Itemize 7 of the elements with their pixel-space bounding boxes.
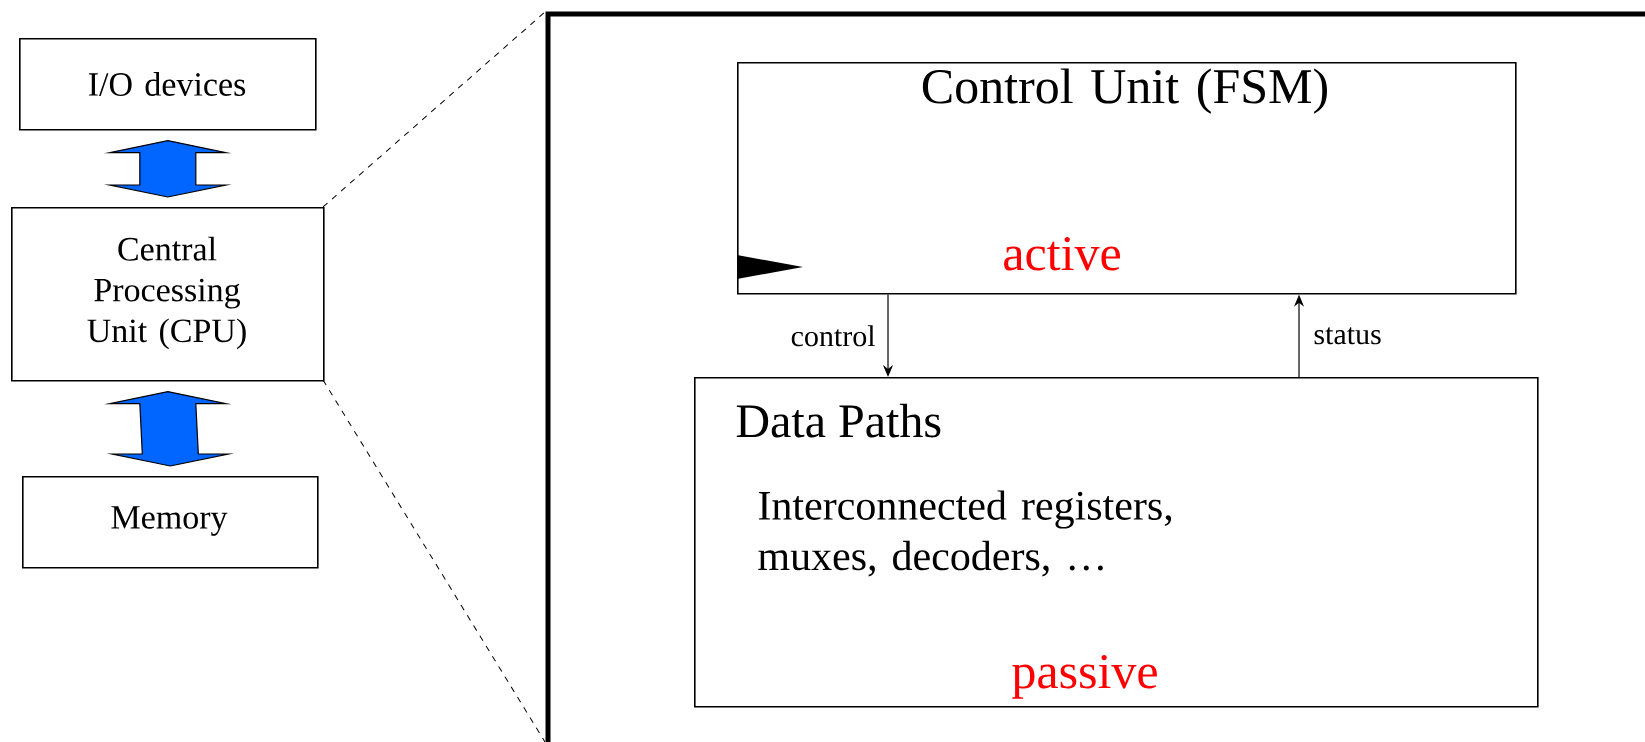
memory-box: Memory [22, 476, 319, 569]
edge-label: control [788, 323, 878, 349]
edge-label: status [1311, 325, 1384, 347]
state-label: active [1004, 236, 1120, 271]
cpu-box: Central Processing Unit (CPU) [11, 207, 325, 382]
state-label: passive [1012, 654, 1157, 699]
device-box: I/O devices [19, 38, 317, 131]
